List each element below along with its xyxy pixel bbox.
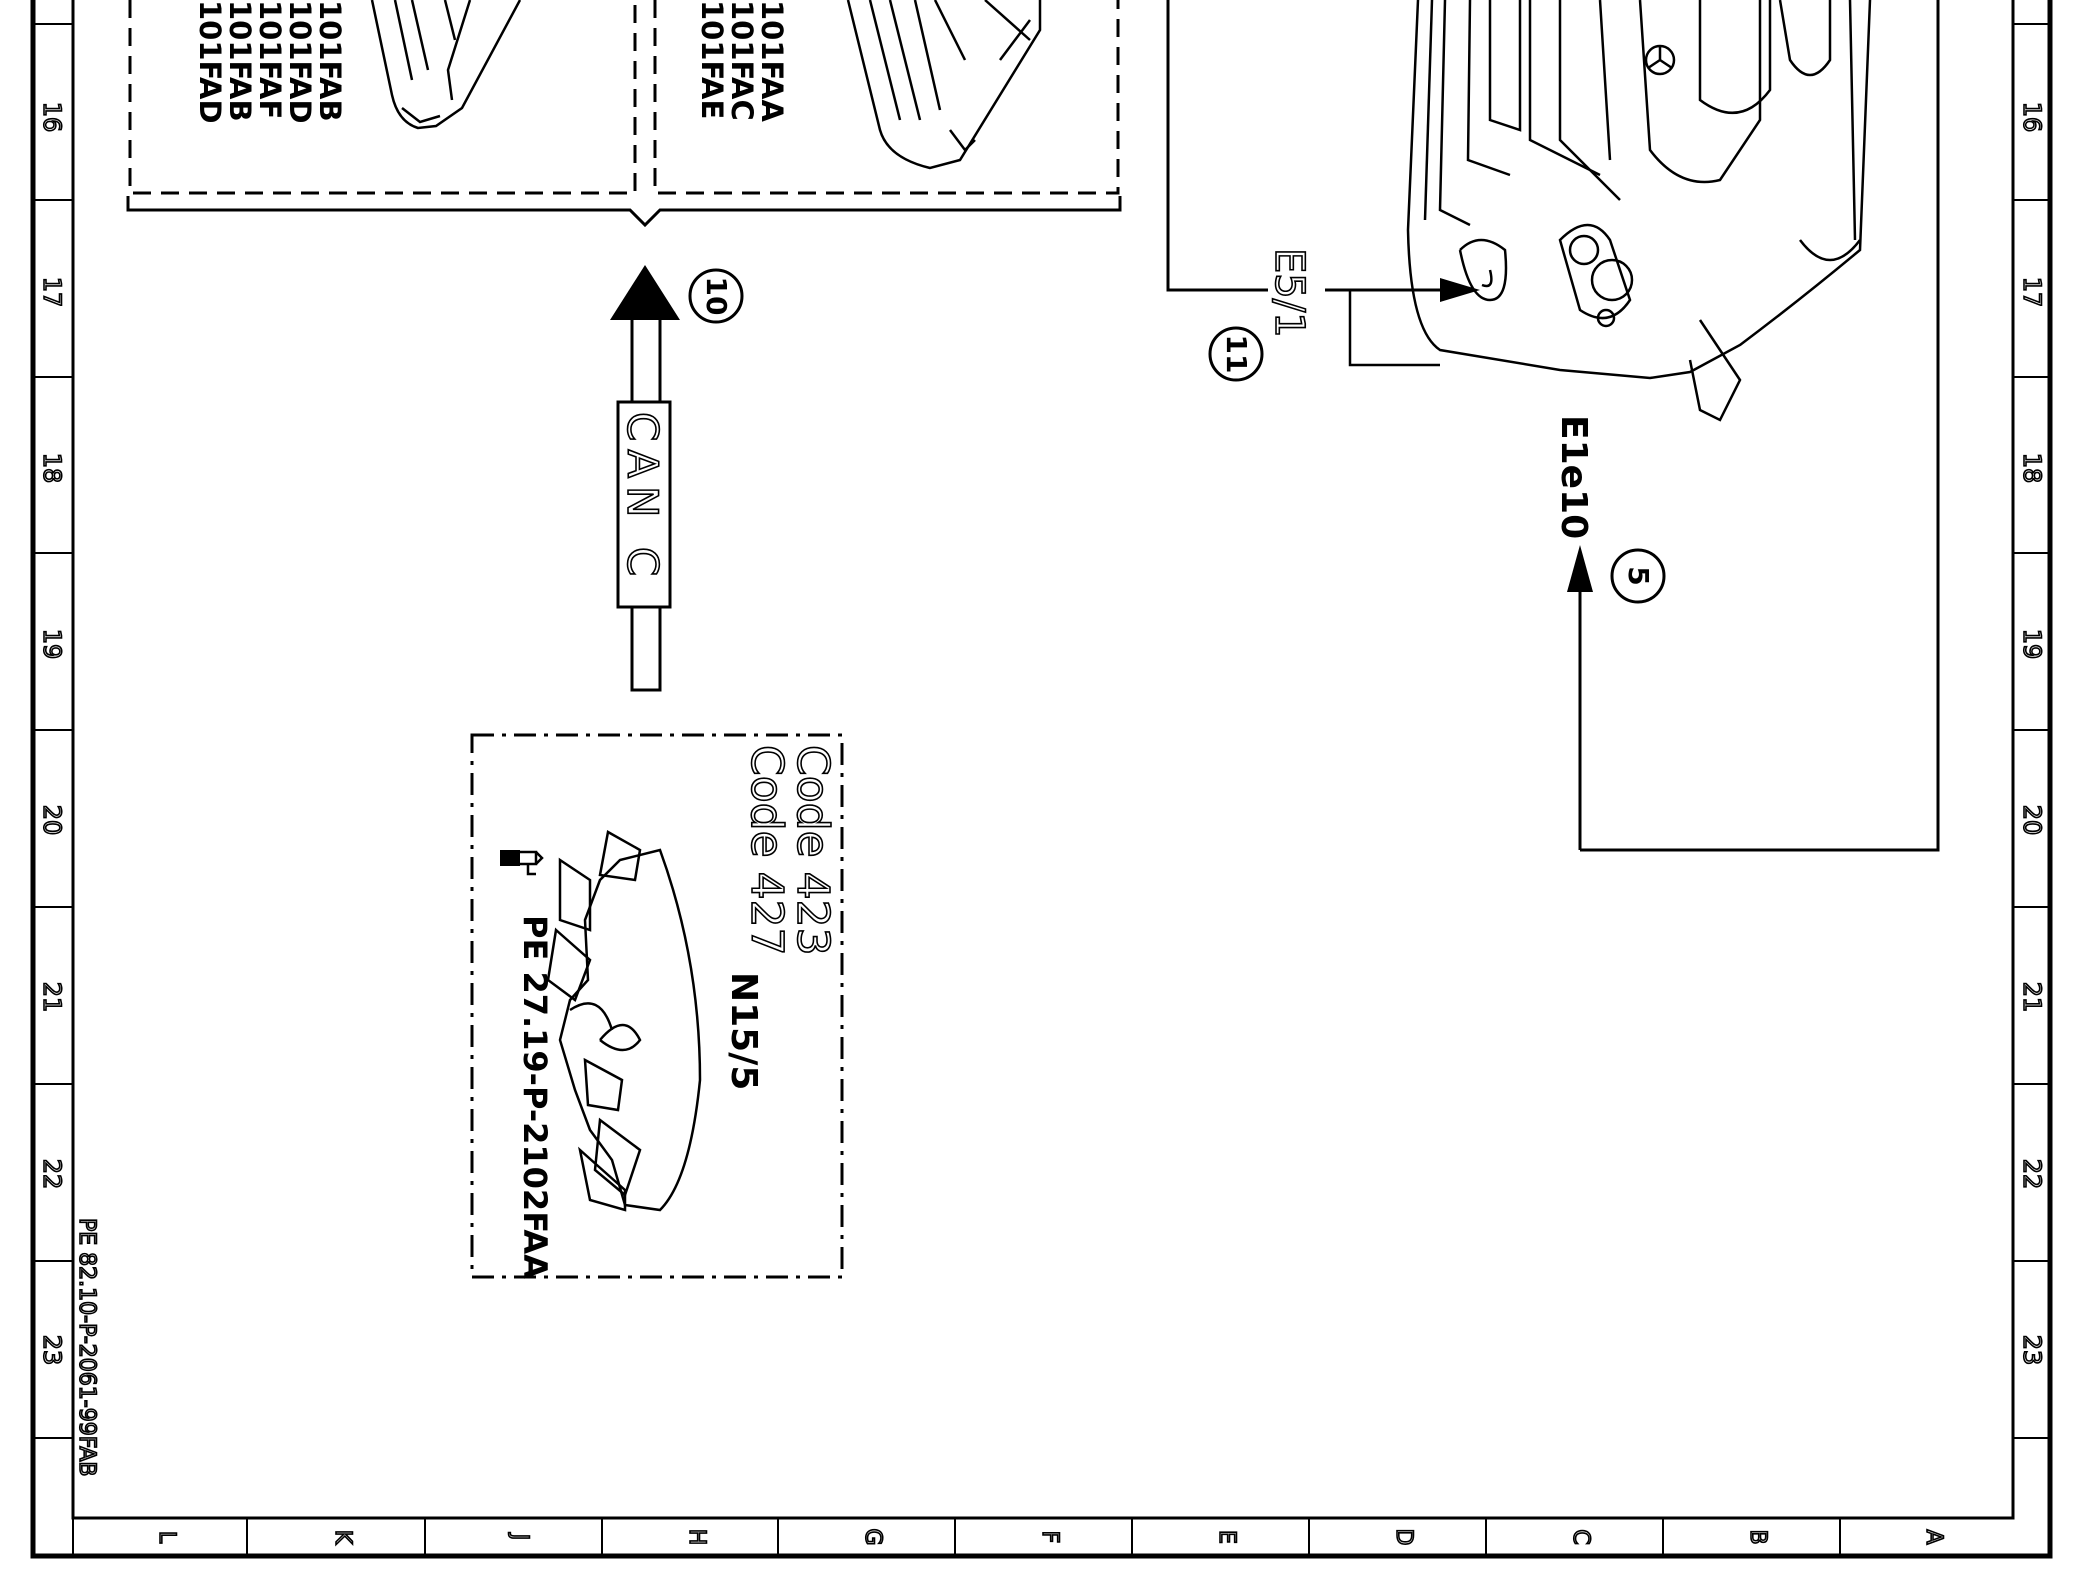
arrow-up-icon [1567,545,1593,592]
control-module-illustration-left [370,0,522,130]
code-label: 101FAA [755,0,789,122]
row-number: 19 [2018,629,2046,660]
headlamp-connections [1166,0,1940,852]
column-letter: E [1214,1530,1239,1544]
row-number: 23 [38,1335,66,1366]
circled-number-icon [1208,326,1264,382]
column-ticks [246,1518,1841,1556]
row-number: 18 [38,453,66,484]
row-number: 19 [38,629,66,660]
column-letter: H [684,1529,709,1546]
control-module-illustration-right [846,0,1042,170]
column-letter: G [860,1528,885,1545]
column-letter: K [330,1530,355,1545]
control-unit-box: Code 423 Code 427 N15/5 PE 27.19-P-2102F… [470,733,844,1279]
vehicle-front-illustration [1348,0,1872,422]
control-unit-illustration [546,830,702,1212]
can-c-connection: CAN C 10 [610,265,744,692]
code-427-label: Code 427 [741,745,792,956]
component-label-e5-1: E5/1 [1266,248,1312,338]
reference-label: PE 27.19-P-2102FAA [516,915,554,1279]
module-codes-left: 101FAB 101FAD 101FAF 101FAB 101FAD [193,0,347,124]
row-numbers-right: 16 17 18 19 20 21 22 23 [2017,101,2047,1366]
mercedes-star-icon [1644,44,1676,76]
e1e10-label-group: E1e10 5 [1553,415,1666,604]
column-letter: F [1037,1531,1062,1544]
arrow-right-icon [1440,278,1480,302]
module-boxes [126,0,1122,228]
component-label-n15-5: N15/5 [723,972,764,1090]
row-number: 20 [38,805,66,836]
can-bus-label: CAN C [618,412,667,584]
row-number: 21 [2018,982,2046,1013]
code-label: 101FAD [283,0,317,124]
row-number: 21 [38,982,66,1013]
code-label: 101FAD [193,0,227,124]
code-label: 101FAE [695,0,729,119]
column-letter: L [154,1531,179,1544]
component-label-e1e10: E1e10 [1553,415,1594,539]
row-number: 16 [2018,102,2046,133]
column-letter: C [1568,1529,1593,1544]
column-letter: D [1391,1529,1416,1546]
column-letter: A [1921,1529,1946,1544]
row-number: 16 [38,102,66,133]
row-number: 18 [2018,453,2046,484]
sheet-frame [30,0,2053,1559]
column-letters: L K J H G F E D C B A [153,1528,1947,1547]
row-number: 17 [2018,277,2046,308]
module-codes-right: 101FAA 101FAC 101FAE [695,0,789,122]
code-label: 101FAF [253,0,287,119]
row-number: 22 [2018,1159,2046,1190]
sheet-reference: PE 82.10-P-2061-99FAB [74,1218,99,1477]
pointing-hand-icon [500,850,544,876]
arrow-up-icon [610,265,680,320]
code-label: 101FAB [313,0,347,122]
circled-number-icon [1610,548,1666,604]
code-label: 101FAB [223,0,257,122]
callout-number: 10 [700,277,733,316]
row-ticks [33,23,2050,1439]
row-number: 23 [2018,1335,2046,1366]
callout-number: 11 [1220,335,1253,374]
callout-number: 5 [1622,566,1655,585]
row-number: 17 [38,277,66,308]
code-423-label: Code 423 [787,745,838,956]
row-number: 20 [2018,805,2046,836]
e5-1-label-group: E5/1 11 [1208,247,1313,382]
code-label: 101FAC [725,0,759,121]
circled-number-icon [688,268,744,324]
column-letter: B [1745,1529,1770,1544]
row-number: 22 [38,1159,66,1190]
column-letter: J [507,1532,532,1541]
row-numbers-left: 16 17 18 19 20 21 22 23 [37,101,67,1366]
